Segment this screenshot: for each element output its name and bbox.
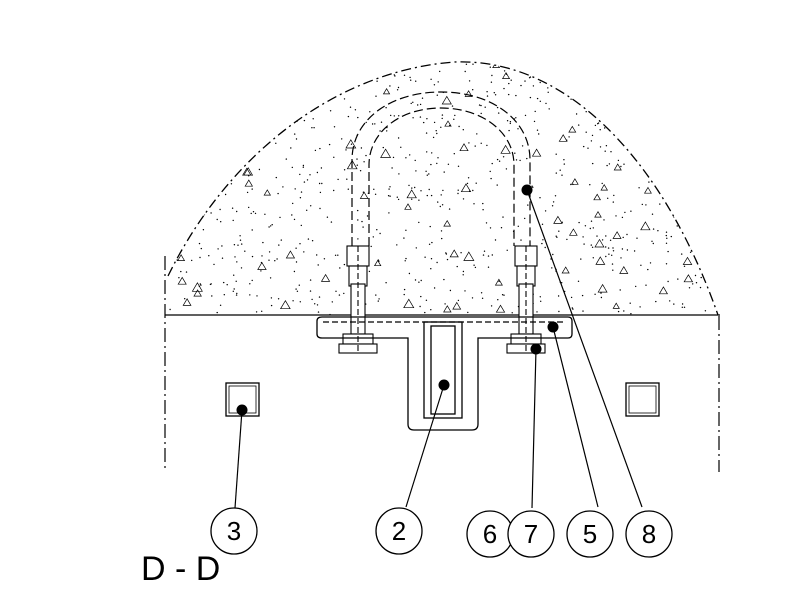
callout-8-bubble xyxy=(625,510,673,558)
callout-7-label: 7 xyxy=(524,519,538,549)
left-square-section xyxy=(225,382,260,417)
leader-dots xyxy=(236,184,559,416)
callout-7-bubble xyxy=(507,510,555,558)
callout-8-label: 8 xyxy=(642,519,656,549)
concrete-stipple xyxy=(168,61,718,316)
callout-6-label: 6 xyxy=(483,519,497,549)
callout-bubbles xyxy=(210,507,673,558)
right-bolt-assembly xyxy=(506,245,546,354)
callout-2-label: 2 xyxy=(392,516,406,546)
concrete-mound xyxy=(167,61,719,316)
callout-5-label: 5 xyxy=(583,519,597,549)
u-bolt xyxy=(351,91,531,246)
base-plate xyxy=(316,316,573,431)
callout-2-bubble xyxy=(375,507,423,555)
right-square-inner xyxy=(628,385,657,414)
callout-5-bubble xyxy=(566,510,614,558)
right-square-section xyxy=(625,382,660,417)
callout-3-label: 3 xyxy=(227,516,241,546)
leader-lines xyxy=(234,189,643,509)
left-bolt-assembly xyxy=(338,245,378,354)
section-title: D - D xyxy=(141,550,220,588)
callout-3-bubble xyxy=(210,507,258,555)
